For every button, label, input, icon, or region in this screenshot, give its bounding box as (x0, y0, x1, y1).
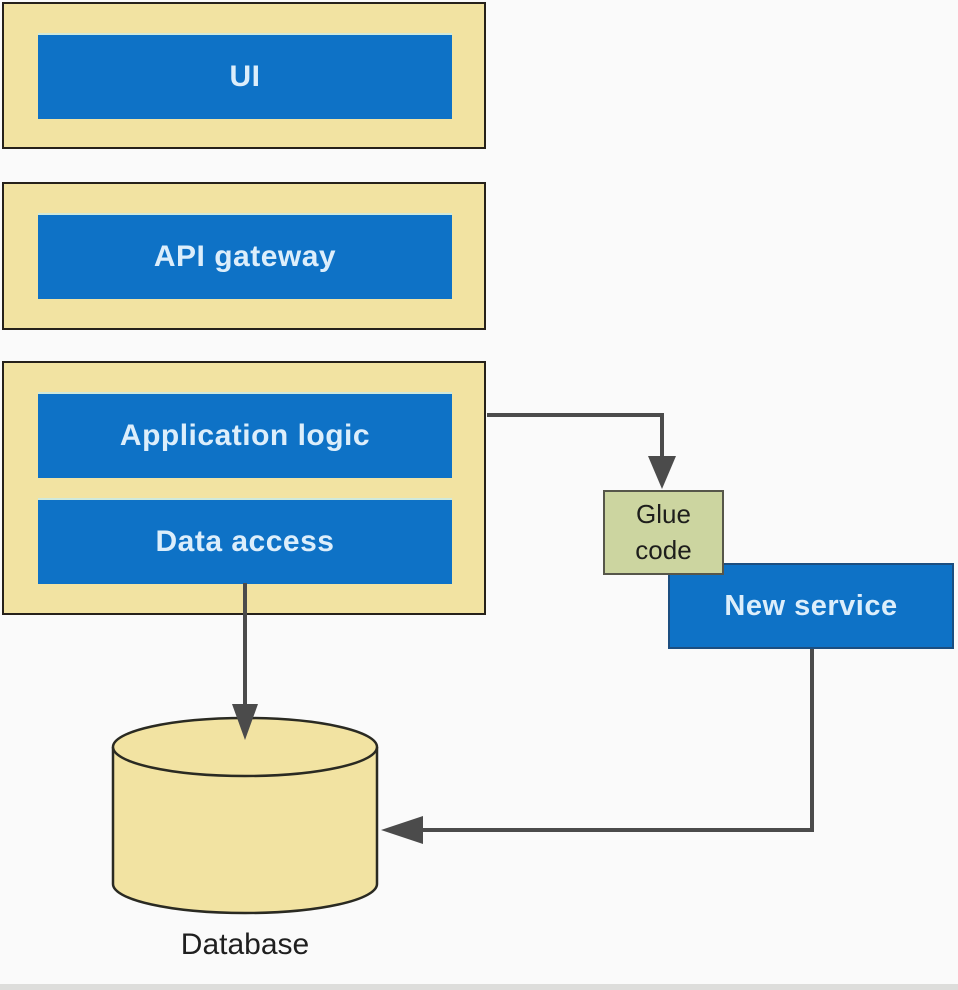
ui-container: UI (2, 2, 486, 149)
arrow-newservice-to-database-line (423, 649, 814, 832)
new-service-label: New service (724, 589, 898, 622)
arrow-app-to-glue-head-icon (648, 456, 676, 489)
api-gateway-label: API gateway (153, 240, 337, 273)
database-cylinder-top (111, 716, 379, 778)
bottom-edge-divider (0, 984, 958, 990)
data-access-label: Data access (155, 525, 335, 558)
database-label: Database (180, 928, 310, 961)
new-service-node: New service (668, 563, 954, 649)
application-logic-label: Application logic (119, 419, 371, 452)
api-gateway-node: API gateway (38, 213, 452, 299)
ui-node: UI (38, 33, 452, 119)
arrow-dataaccess-to-database-head-icon (232, 704, 258, 740)
ui-label: UI (229, 60, 261, 93)
glue-code-label: Glue code (635, 499, 692, 565)
application-container: Application logic Data access (2, 361, 486, 615)
data-access-node: Data access (38, 498, 452, 584)
database-cylinder-body (111, 747, 379, 915)
arrow-newservice-to-database-head-icon (381, 816, 423, 844)
application-logic-node: Application logic (38, 392, 452, 478)
arrow-app-to-glue-line (487, 413, 664, 458)
arrow-app-to-glue (487, 413, 676, 489)
arrow-newservice-to-database (381, 649, 814, 844)
api-gateway-container: API gateway (2, 182, 486, 330)
database-cylinder (111, 716, 379, 915)
glue-code-node: Glue code (603, 490, 724, 575)
